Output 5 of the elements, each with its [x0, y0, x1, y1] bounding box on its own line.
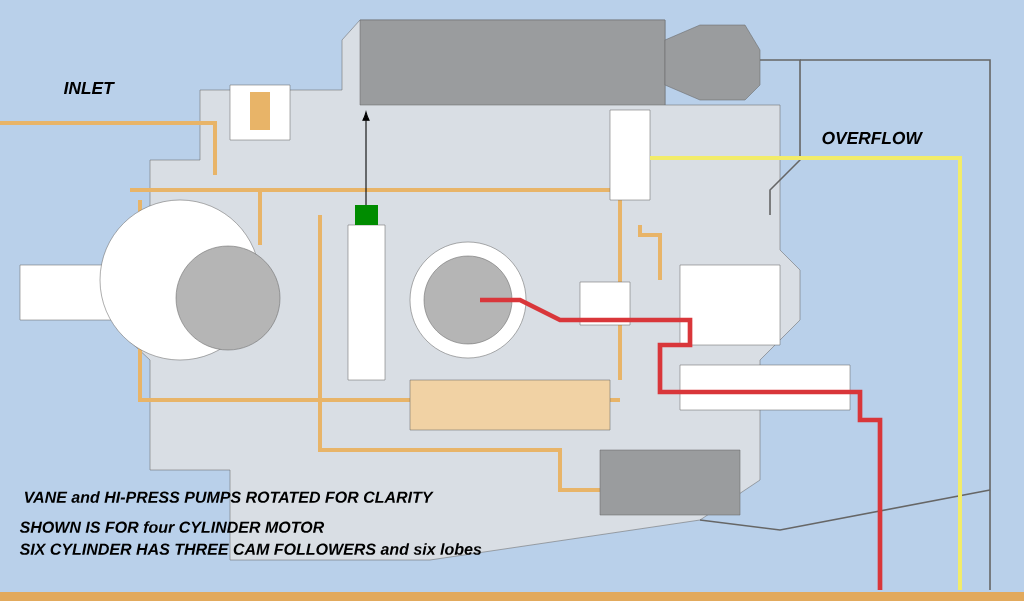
flow-label: INLET — [63, 82, 115, 94]
note-text: VANE and HI-PRESS PUMPS ROTATED FOR CLARITY — [24, 491, 434, 503]
note-text: SHOWN IS FOR four CYLINDER MOTOR — [19, 521, 325, 533]
flow-label: OVERFLOW — [822, 131, 923, 145]
note-text: SIX CYLINDER HAS THREE CAM FOLLOWERS and six lobes — [19, 543, 482, 555]
